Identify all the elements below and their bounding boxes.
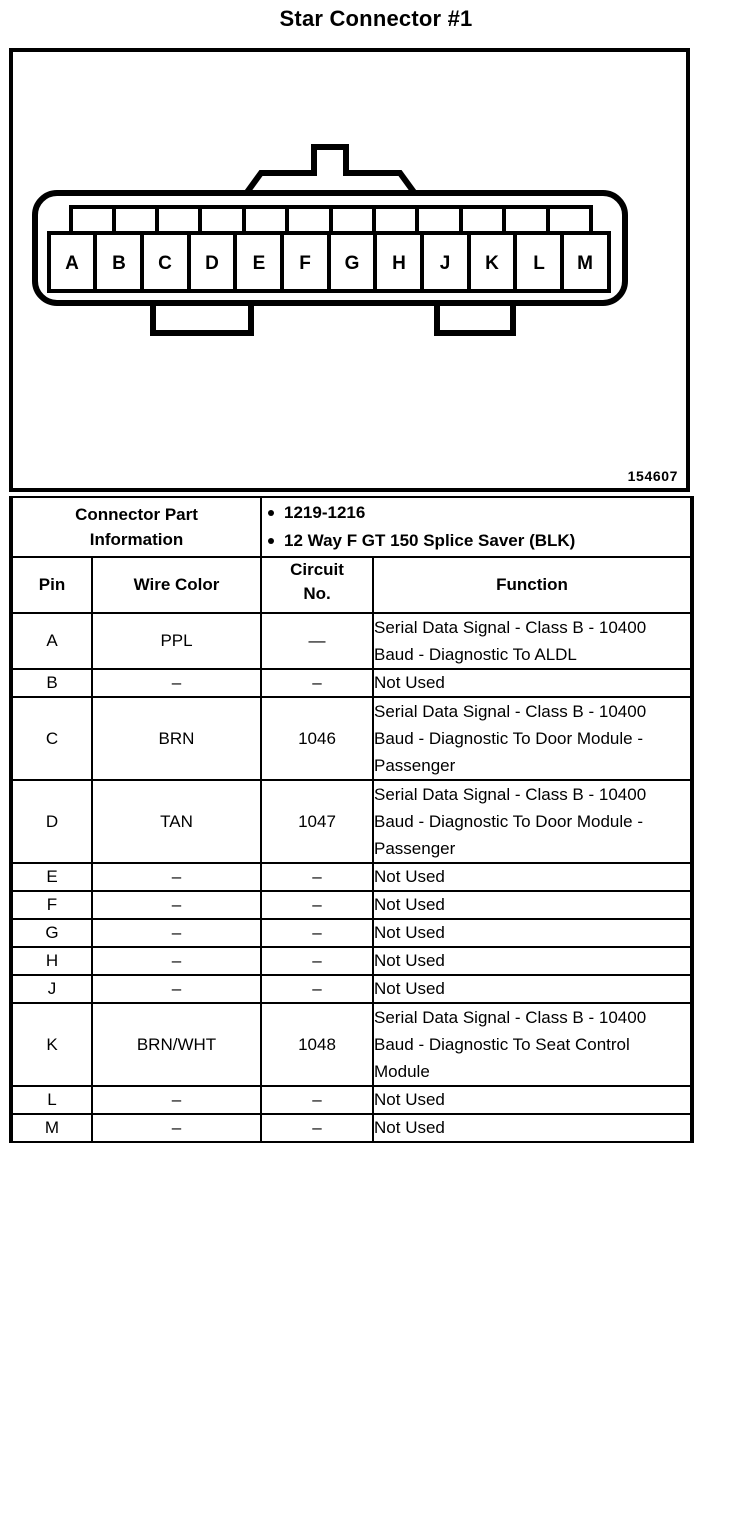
- connector-upper-slot-strip: [69, 205, 593, 235]
- connector-pin-row: A B C D E F G H J K L M: [47, 231, 611, 293]
- table-header-row: Pin Wire Color Circuit No. Function: [9, 556, 695, 614]
- cell-function: Serial Data Signal - Class B - 10400 Bau…: [372, 1002, 695, 1087]
- table-row: L – – Not Used: [9, 1085, 695, 1115]
- table-row: F – – Not Used: [9, 890, 695, 920]
- cell-pin: B: [9, 668, 93, 698]
- cell-circuit-no: –: [260, 918, 375, 948]
- cell-pin: G: [9, 918, 93, 948]
- cell-function: Not Used: [372, 918, 695, 948]
- cell-wire-color: –: [90, 862, 263, 892]
- cell-pin: H: [9, 946, 93, 976]
- pin-label-g: G: [345, 253, 360, 274]
- table-row: G – – Not Used: [9, 918, 695, 948]
- cell-circuit-no: –: [260, 890, 375, 920]
- table-row: E – – Not Used: [9, 862, 695, 892]
- pin-label-a: A: [65, 253, 79, 274]
- table-row: H – – Not Used: [9, 946, 695, 976]
- column-header-wire-color: Wire Color: [90, 556, 263, 614]
- pin-label-m: M: [577, 253, 593, 274]
- cell-pin: L: [9, 1085, 93, 1115]
- column-header-circuit-line1: Circuit: [290, 560, 344, 579]
- cell-wire-color: –: [90, 918, 263, 948]
- cell-function: Not Used: [372, 1113, 695, 1143]
- pin-label-f: F: [299, 253, 311, 274]
- cell-circuit-no: —: [260, 612, 375, 670]
- cell-circuit-no: 1046: [260, 696, 375, 781]
- cell-pin: J: [9, 974, 93, 1004]
- cell-function: Not Used: [372, 974, 695, 1004]
- column-header-function: Function: [372, 556, 695, 614]
- cell-circuit-no: –: [260, 668, 375, 698]
- cell-function: Not Used: [372, 890, 695, 920]
- cell-function: Serial Data Signal - Class B - 10400 Bau…: [372, 696, 695, 781]
- cell-function: Not Used: [372, 862, 695, 892]
- cell-wire-color: –: [90, 1085, 263, 1115]
- table-row: K BRN/WHT 1048 Serial Data Signal - Clas…: [9, 1002, 695, 1087]
- pinout-table: Connector Part Information 1219-1216 12 …: [8, 496, 695, 1143]
- cell-function: Serial Data Signal - Class B - 10400 Bau…: [372, 612, 695, 670]
- cell-pin: E: [9, 862, 93, 892]
- table-row: A PPL — Serial Data Signal - Class B - 1…: [9, 612, 695, 670]
- cell-pin: D: [9, 779, 93, 864]
- cell-wire-color: –: [90, 890, 263, 920]
- pin-label-b: B: [112, 253, 126, 274]
- cell-circuit-no: –: [260, 974, 375, 1004]
- cell-wire-color: BRN/WHT: [90, 1002, 263, 1087]
- cell-function: Not Used: [372, 668, 695, 698]
- cell-pin: C: [9, 696, 93, 781]
- cpi-label-line2: Information: [89, 530, 184, 549]
- connector-part-information-label: Connector Part Information: [8, 496, 263, 558]
- cell-circuit-no: –: [260, 862, 375, 892]
- pin-label-e: E: [253, 253, 266, 274]
- cell-circuit-no: 1048: [260, 1002, 375, 1087]
- cpi-bullet-description: 12 Way F GT 150 Splice Saver (BLK): [268, 528, 690, 554]
- table-row: D TAN 1047 Serial Data Signal - Class B …: [9, 779, 695, 864]
- column-header-pin: Pin: [9, 556, 93, 614]
- cell-pin: A: [9, 612, 93, 670]
- connector-lock-tab: [239, 144, 422, 198]
- pin-label-l: L: [533, 253, 545, 274]
- cell-circuit-no: 1047: [260, 779, 375, 864]
- table-row: M – – Not Used: [9, 1113, 695, 1143]
- cell-wire-color: –: [90, 668, 263, 698]
- cell-function: Not Used: [372, 1085, 695, 1115]
- cell-pin: F: [9, 890, 93, 920]
- cell-wire-color: BRN: [90, 696, 263, 781]
- cell-wire-color: TAN: [90, 779, 263, 864]
- cpi-label-line1: Connector Part: [75, 505, 198, 524]
- column-header-circuit-line2: No.: [303, 584, 331, 603]
- column-header-circuit-no: Circuit No.: [260, 556, 375, 614]
- cell-circuit-no: –: [260, 1085, 375, 1115]
- pin-label-d: D: [205, 253, 219, 274]
- connector-part-information-row: Connector Part Information 1219-1216 12 …: [8, 496, 695, 558]
- cell-circuit-no: –: [260, 1113, 375, 1143]
- cell-wire-color: PPL: [90, 612, 263, 670]
- cell-pin: K: [9, 1002, 93, 1087]
- connector-part-information-values: 1219-1216 12 Way F GT 150 Splice Saver (…: [260, 496, 695, 558]
- cell-wire-color: –: [90, 1113, 263, 1143]
- cell-function: Not Used: [372, 946, 695, 976]
- table-row: C BRN 1046 Serial Data Signal - Class B …: [9, 696, 695, 781]
- pin-label-k: K: [485, 253, 499, 274]
- cell-circuit-no: –: [260, 946, 375, 976]
- connector-drawing: A B C D E F G H J K L M: [13, 137, 686, 352]
- figure-id: 154607: [627, 468, 678, 484]
- cell-pin: M: [9, 1113, 93, 1143]
- pin-label-h: H: [392, 253, 406, 274]
- table-row: B – – Not Used: [9, 668, 695, 698]
- cpi-bullet-part-number: 1219-1216: [268, 500, 690, 526]
- page-title: Star Connector #1: [279, 6, 473, 31]
- cell-wire-color: –: [90, 946, 263, 976]
- table-row: J – – Not Used: [9, 974, 695, 1004]
- pin-label-c: C: [158, 253, 172, 274]
- pin-label-j: J: [440, 253, 451, 274]
- cell-wire-color: –: [90, 974, 263, 1004]
- connector-figure-frame: A B C D E F G H J K L M 154607: [9, 48, 690, 492]
- connector-diagram-svg: A B C D E F G H J K L M: [32, 144, 628, 336]
- cell-function: Serial Data Signal - Class B - 10400 Bau…: [372, 779, 695, 864]
